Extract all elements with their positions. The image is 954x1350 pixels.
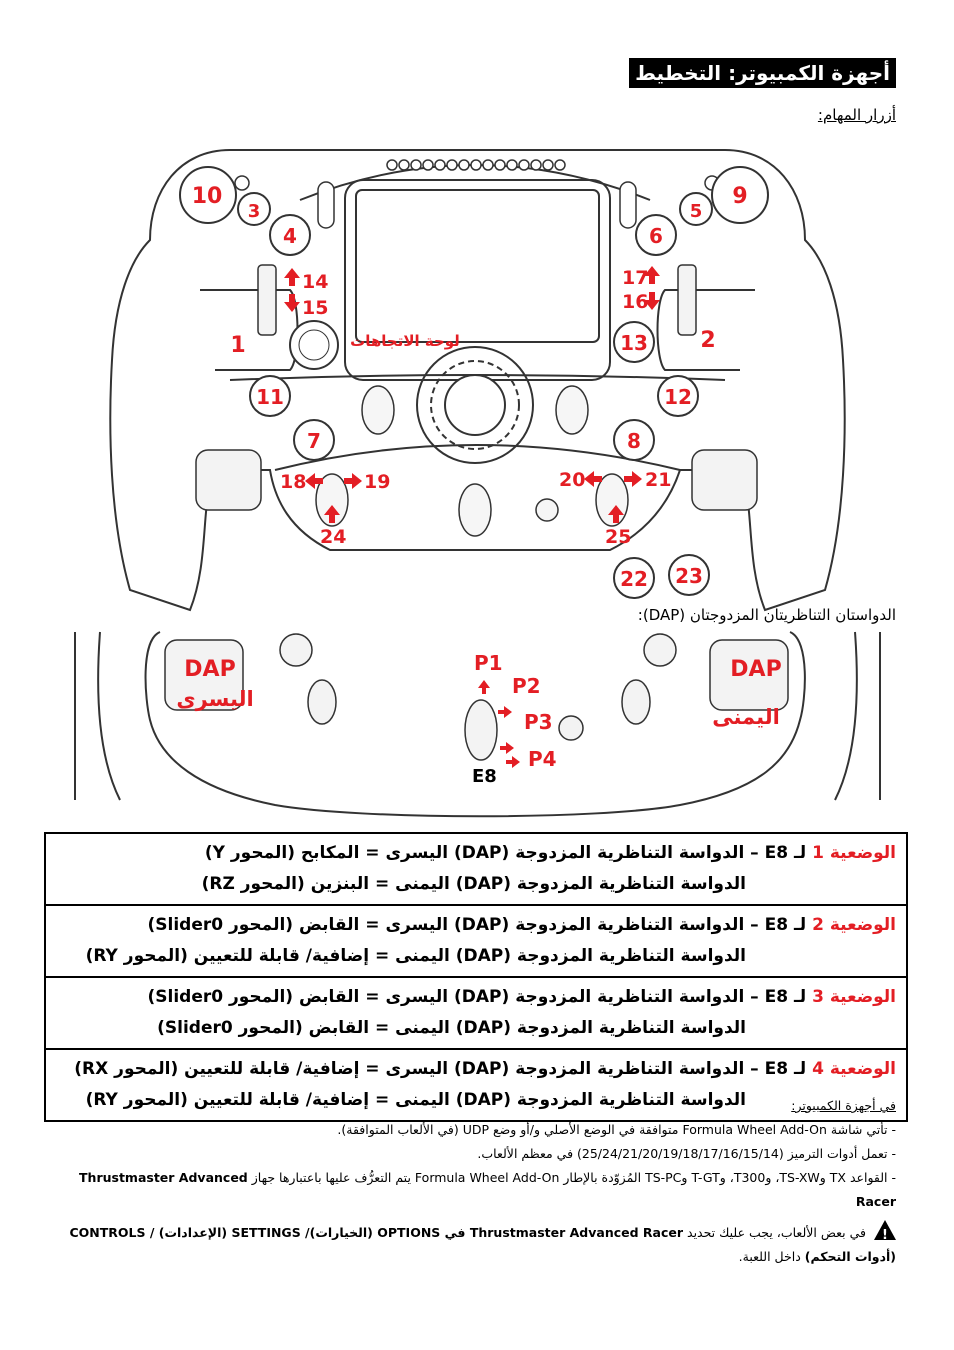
mapping-line: لـ E8 – الدواسة التناظرية المزدوجة (DAP)… — [204, 843, 813, 863]
dpad-label: لوحة الاتجاهات — [350, 332, 460, 350]
dap-caption: الدواستان التناظريتان المزدوجتان (DAP): — [637, 606, 896, 624]
position-label: الوضعية 1 — [812, 843, 896, 863]
arrow-right-icon — [624, 471, 642, 487]
encoder-label: 24 — [320, 526, 346, 548]
warning-icon: ! — [874, 1220, 896, 1243]
arrow-down-icon — [644, 292, 660, 310]
button-label: 11 — [256, 385, 284, 409]
arrow-down-icon — [284, 294, 300, 312]
button-label: 8 — [627, 429, 641, 453]
encoder-label: 18 — [280, 471, 306, 493]
notes-heading: في أجهزة الكمبيوتر: — [791, 1098, 896, 1113]
wheel-diagram: 10 3 4 9 5 6 1 2 13 11 12 7 8 22 23 لوحة… — [74, 149, 881, 818]
table-row: الوضعية 3 لـ E8 – الدواسة التناظرية المز… — [44, 976, 908, 1048]
button-label: 5 — [690, 201, 703, 222]
mapping-line: لـ E8 – الدواسة التناظرية المزدوجة (DAP)… — [74, 1059, 813, 1079]
button-label: 1 — [230, 333, 245, 358]
position-label: الوضعية 3 — [812, 987, 896, 1007]
encoder-label: 20 — [559, 469, 585, 491]
dap-right-label: DAP — [730, 657, 781, 682]
note-text: في بعض الألعاب، يجب عليك تحديد — [683, 1225, 867, 1240]
mapping-line: الدواسة التناظرية المزدوجة (DAP) اليمنى … — [201, 874, 746, 894]
button-label: 7 — [307, 429, 321, 453]
dap-position-label: P4 — [528, 747, 557, 771]
button-label: 10 — [192, 184, 223, 209]
button-label: 4 — [283, 224, 297, 248]
button-label: 2 — [700, 328, 715, 353]
encoder-label: 16 — [622, 291, 648, 313]
position-label: الوضعية 4 — [812, 1059, 896, 1079]
dap-left-label: DAP — [184, 657, 235, 682]
mapping-line: الدواسة التناظرية المزدوجة (DAP) اليمنى … — [85, 1090, 746, 1110]
encoder-label: 15 — [302, 297, 328, 319]
encoder-label: 21 — [645, 469, 671, 491]
table-row: الوضعية 1 لـ E8 – الدواسة التناظرية المز… — [44, 832, 908, 904]
dap-position-label: P1 — [474, 651, 503, 675]
dap-mapping-table: الوضعية 1 لـ E8 – الدواسة التناظرية المز… — [44, 832, 908, 1122]
arrow-left-icon — [305, 473, 323, 489]
note-bold: Thrustmaster Advanced Racer — [79, 1170, 896, 1209]
note-item: - تأتي شاشة Formula Wheel Add-On متوافقة… — [337, 1122, 896, 1137]
table-row: الوضعية 2 لـ E8 – الدواسة التناظرية المز… — [44, 904, 908, 976]
dap-zoom-view — [74, 631, 881, 818]
mapping-line: لـ E8 – الدواسة التناظرية المزدوجة (DAP)… — [147, 915, 813, 935]
note-item: ! في بعض الألعاب، يجب عليك تحديد Thrustm… — [56, 1220, 896, 1269]
arrow-left-icon — [584, 471, 602, 487]
encoder-e8-label: E8 — [472, 766, 497, 787]
arrow-up-icon — [284, 268, 300, 286]
note-text: داخل اللعبة. — [738, 1249, 805, 1264]
table-row: الوضعية 4 لـ E8 – الدواسة التناظرية المز… — [44, 1048, 908, 1122]
button-label: 12 — [664, 385, 692, 409]
mapping-line: لـ E8 – الدواسة التناظرية المزدوجة (DAP)… — [147, 987, 813, 1007]
mapping-line: الدواسة التناظرية المزدوجة (DAP) اليمنى … — [85, 946, 746, 966]
arrow-up-icon — [608, 505, 624, 523]
arrow-right-icon — [344, 473, 362, 489]
dap-position-label: P2 — [512, 674, 541, 698]
note-text: - القواعد TX وTS-XW، وT300، وT-GT وTS-PC… — [247, 1170, 896, 1185]
encoder-label: 19 — [364, 471, 390, 493]
arrow-up-icon — [644, 266, 660, 284]
button-label: 23 — [675, 564, 703, 588]
encoder-label: 25 — [605, 526, 631, 548]
dap-position-label: P3 — [524, 710, 553, 734]
notes-section: في أجهزة الكمبيوتر: - تأتي شاشة Formula … — [56, 1094, 896, 1269]
note-bold: Thrustmaster Advanced Racer في OPTIONS (… — [69, 1225, 896, 1264]
section-subtitle: أزرار المهام: — [817, 106, 896, 124]
encoder-label: 14 — [302, 271, 328, 293]
dap-left-label-ar: اليسرى — [176, 687, 253, 711]
dap-right-label-ar: اليمنى — [712, 705, 780, 729]
position-label: الوضعية 2 — [812, 915, 896, 935]
button-label: 9 — [732, 184, 747, 209]
button-label: 22 — [620, 567, 648, 591]
button-label: 6 — [649, 224, 663, 248]
button-label: 3 — [248, 201, 261, 222]
page-title: أجهزة الكمبيوتر: التخطيط — [629, 58, 896, 88]
note-item: - تعمل أدوات الترميز (25/24/21/20/19/18/… — [477, 1146, 896, 1161]
encoder-label: 17 — [622, 267, 648, 289]
arrow-up-icon — [324, 505, 340, 523]
mapping-line: الدواسة التناظرية المزدوجة (DAP) اليمنى … — [157, 1018, 746, 1038]
button-label: 13 — [620, 331, 648, 355]
note-item: - القواعد TX وTS-XW، وT300، وT-GT وTS-PC… — [56, 1166, 896, 1214]
